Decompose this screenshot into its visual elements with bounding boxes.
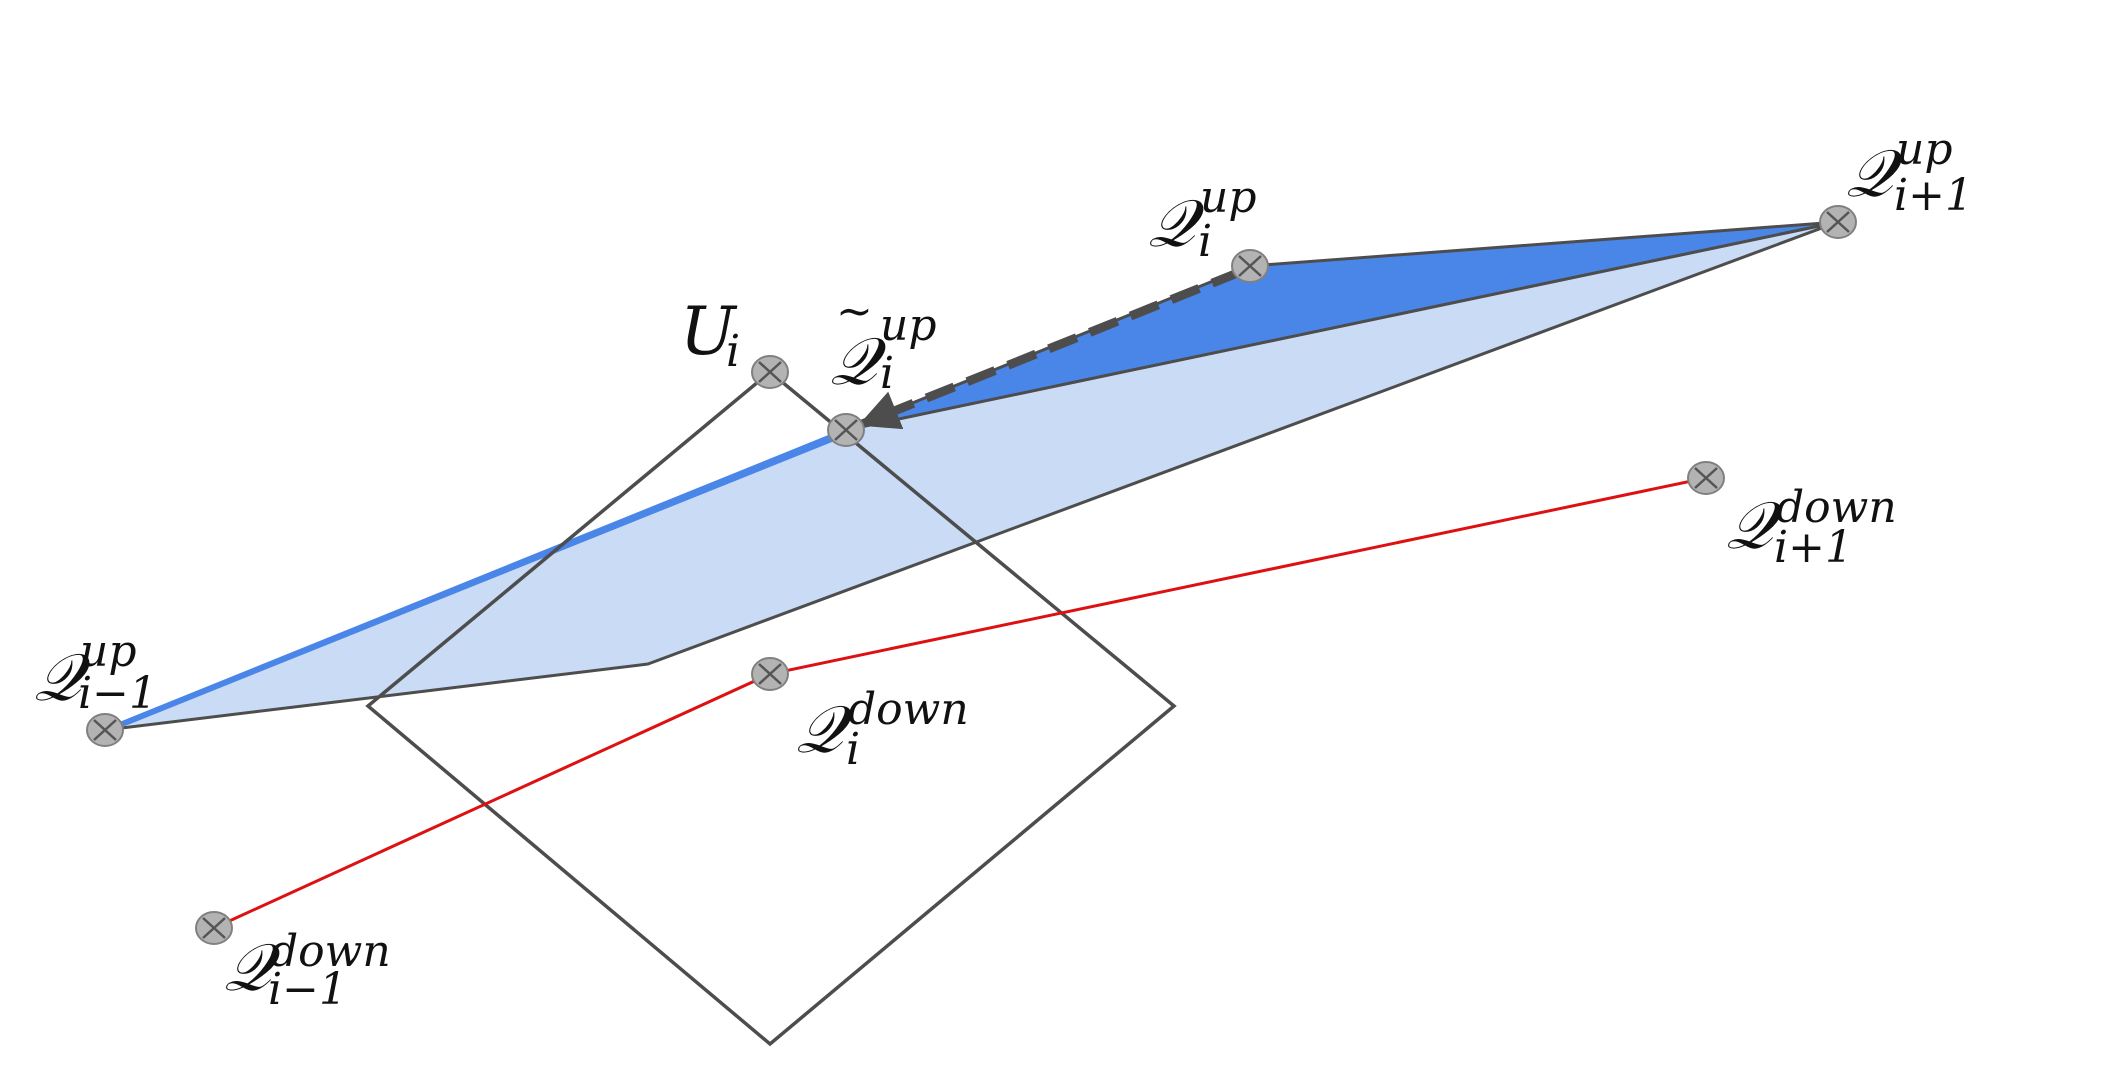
label-q-up-next: 𝒬 up i+1 <box>1846 124 1973 221</box>
upper-edge-line <box>104 428 847 732</box>
label-q-down-next-sub: i+1 <box>1774 522 1853 573</box>
label-u-i: U i <box>680 293 740 377</box>
label-u-i-main: U <box>680 293 738 370</box>
label-q-up-prev-sup: up <box>80 626 137 677</box>
label-q-up-i-main: 𝒬 <box>1148 185 1205 262</box>
light-blue-region <box>103 220 1840 732</box>
label-q-down-prev-sup: down <box>270 926 391 977</box>
node-q-down-prev <box>195 911 233 945</box>
label-q-up-prev-sub: i−1 <box>78 668 157 719</box>
dark-blue-triangle <box>844 220 1840 432</box>
label-q-up-i-sup: up <box>1200 172 1257 223</box>
label-q-tilde-up-i-sup: up <box>880 300 937 351</box>
label-q-down-next: 𝒬 down i+1 <box>1726 482 1897 573</box>
node-q-up-i <box>1231 249 1269 283</box>
label-q-down-i-sup: down <box>848 684 969 735</box>
label-q-down-next-sup: down <box>1776 482 1897 533</box>
label-q-up-prev: 𝒬 up i−1 <box>34 626 157 719</box>
node-q-up-next <box>1819 205 1857 239</box>
node-u-i <box>751 355 789 389</box>
label-q-tilde-up-i-sub: i <box>880 348 894 399</box>
label-q-down-i: 𝒬 down i <box>796 684 969 775</box>
label-q-tilde-up-i-main: 𝒬 <box>830 323 887 400</box>
label-q-down-prev: 𝒬 down i−1 <box>224 926 391 1015</box>
node-q-down-next <box>1687 461 1725 495</box>
label-q-up-i-sub: i <box>1198 216 1212 267</box>
node-q-tilde-up-i <box>827 413 865 447</box>
label-u-i-sub: i <box>726 326 740 377</box>
label-q-tilde-up-i-tilde: ~ <box>836 286 873 337</box>
label-q-tilde-up-i: ~ 𝒬 up i <box>830 286 937 400</box>
label-q-down-i-sub: i <box>846 724 860 775</box>
node-q-down-i <box>751 657 789 691</box>
dashed-projection-arrow <box>858 267 1242 430</box>
label-q-down-i-main: 𝒬 <box>796 691 853 768</box>
label-q-up-next-sup: up <box>1896 124 1953 175</box>
u-i-square <box>365 369 1177 1047</box>
label-q-up-next-sub: i+1 <box>1894 170 1973 221</box>
label-q-down-prev-sub: i−1 <box>268 964 347 1015</box>
node-q-up-prev <box>86 713 124 747</box>
